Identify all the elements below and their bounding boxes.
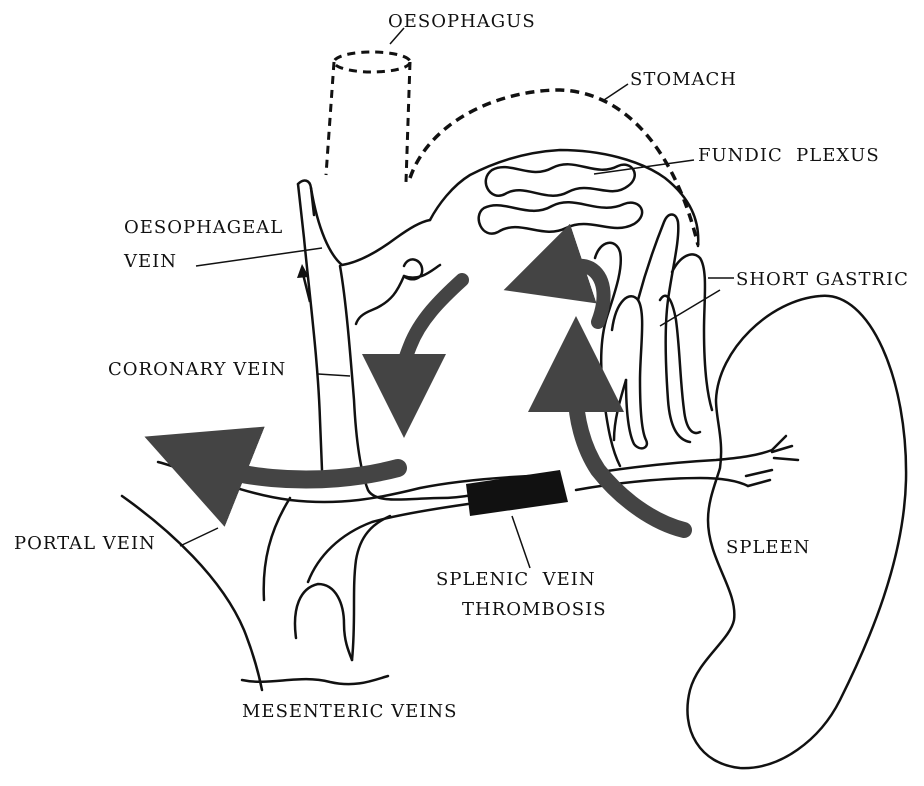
fundic-plexus: [479, 164, 642, 233]
label-stomach: STOMACH: [630, 70, 737, 90]
label-mesenteric-veins: MESENTERIC VEINS: [242, 702, 457, 722]
leader-lines: [180, 28, 734, 568]
spleen-outline: [687, 296, 906, 768]
label-splenic-vein-thrombosis-line1: SPLENIC VEIN: [436, 570, 596, 590]
flow-arrow-down: [404, 280, 462, 368]
label-oesophageal-vein-line1: OESOPHAGEAL: [124, 218, 283, 238]
label-short-gastric: SHORT GASTRIC: [736, 270, 909, 290]
label-fundic-plexus: FUNDIC PLEXUS: [698, 146, 880, 166]
label-oesophageal-vein-line2: VEIN: [124, 252, 177, 272]
flow-arrow-curve: [570, 266, 604, 322]
collateral-flow-arrows: [228, 266, 684, 530]
label-portal-vein: PORTAL VEIN: [14, 534, 156, 554]
label-spleen: SPLEEN: [726, 538, 810, 558]
flow-arrow-left: [228, 468, 398, 480]
splenic-vein-thrombus: [466, 470, 568, 516]
label-oesophagus: OESOPHAGUS: [388, 12, 536, 32]
label-coronary-vein: CORONARY VEIN: [108, 360, 286, 380]
oesophagus-outline: [326, 52, 410, 182]
label-splenic-vein-thrombosis-line2: THROMBOSIS: [462, 600, 607, 620]
